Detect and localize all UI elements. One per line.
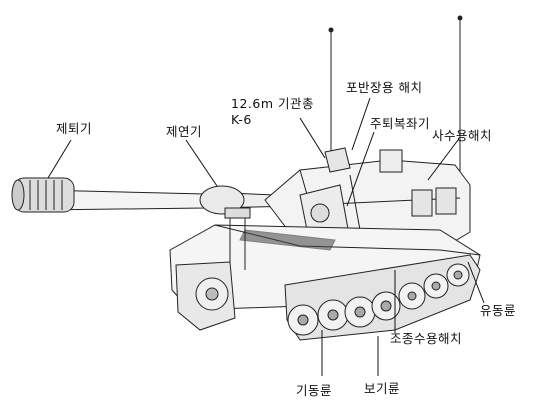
leader-lines (47, 97, 485, 376)
label-road-wheel: 보기륜 (364, 381, 401, 396)
label-machine-gun-model: K-6 (231, 112, 252, 127)
label-idler-wheel: 유동륜 (480, 303, 517, 318)
label-recoil-recuperator: 주퇴복좌기 (370, 116, 431, 131)
label-muzzle-brake: 제퇴기 (56, 121, 93, 136)
label-machine-gun: 12.6m 기관총 (231, 96, 314, 111)
label-gunner-hatch: 사수용해치 (432, 128, 493, 143)
label-fume-extractor: 제연기 (166, 124, 203, 139)
road-wheels (287, 263, 470, 336)
hatch-shape (379, 149, 403, 173)
fume-extractor-shape (199, 185, 245, 215)
label-drive-sprocket: 기동륜 (296, 383, 333, 398)
label-driver-hatch: 조종수용해치 (390, 331, 463, 346)
label-loader-hatch: 포반장용 해치 (346, 80, 423, 95)
